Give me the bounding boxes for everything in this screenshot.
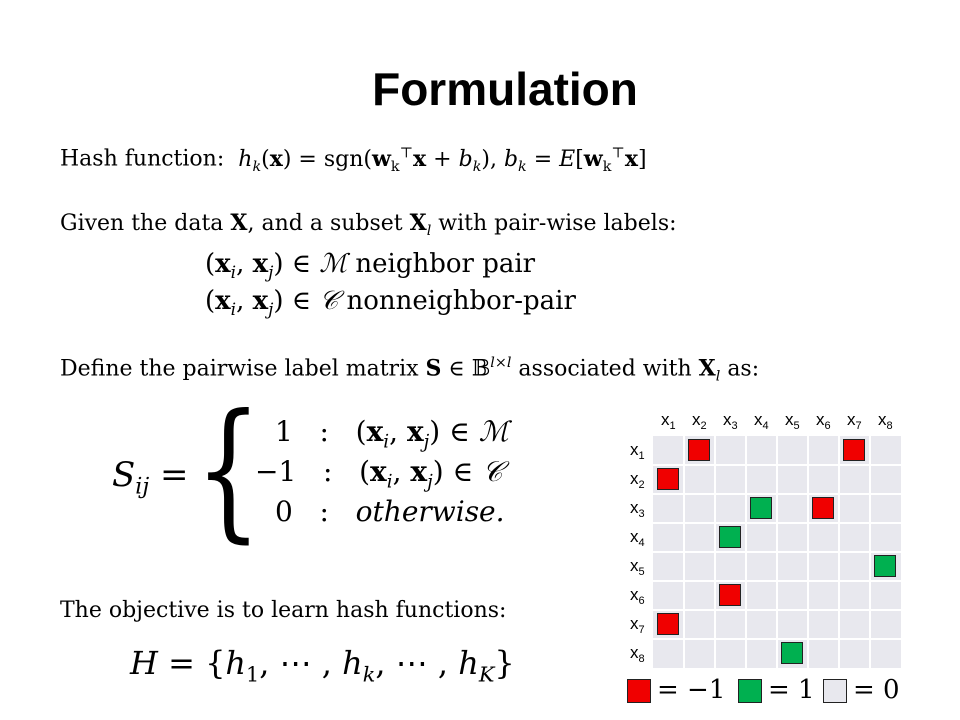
row-label: x3	[630, 498, 645, 520]
hash-label: Hash function:	[60, 146, 225, 172]
case-value-3: 0	[275, 495, 293, 528]
legend-neg-swatch	[627, 679, 651, 703]
column-label: x8	[878, 410, 893, 432]
case-nonneighbor: −1 : (xi, xj) ∈ 𝒞	[255, 455, 503, 493]
slide-title: Formulation	[372, 63, 638, 115]
cell-negative	[657, 613, 679, 635]
given-mid: , and a subset	[247, 211, 403, 236]
row-label: x8	[630, 643, 645, 665]
nonneighbor-pair-line: (xi, xj) ∈ 𝒞 nonneighbor-pair	[205, 286, 576, 319]
grid-line	[653, 580, 901, 582]
cell-negative	[812, 497, 834, 519]
neighbor-pair-text: neighbor pair	[355, 249, 536, 279]
case-value-2: −1	[255, 455, 297, 488]
define-matrix-line: Define the pairwise label matrix S ∈ 𝔹l×…	[60, 355, 760, 385]
column-label: x3	[723, 410, 738, 432]
case-value-1: 1	[275, 415, 293, 448]
cell-positive	[781, 642, 803, 664]
given-prefix: Given the data	[60, 211, 224, 236]
legend-neg-text: = −1	[657, 675, 726, 705]
column-label: x5	[785, 410, 800, 432]
case-otherwise-text: otherwise.	[355, 495, 505, 528]
case-otherwise: 0 : otherwise.	[275, 495, 505, 528]
cell-positive	[750, 497, 772, 519]
case-neighbor: 1 : (xi, xj) ∈ ℳ	[275, 415, 509, 453]
legend-pos-swatch	[738, 679, 762, 703]
define-mid: associated with	[518, 356, 692, 382]
legend-pos-text: = 1	[768, 675, 815, 705]
column-label: x4	[754, 410, 769, 432]
objective-line: The objective is to learn hash functions…	[60, 598, 507, 623]
define-prefix: Define the pairwise label matrix	[60, 356, 419, 382]
grid-line	[653, 638, 901, 640]
column-label: x7	[847, 410, 862, 432]
column-label: x6	[816, 410, 831, 432]
cell-negative	[719, 584, 741, 606]
label-matrix-grid	[653, 436, 901, 668]
cases-brace: {	[195, 383, 262, 557]
row-label: x6	[630, 585, 645, 607]
hash-formula: hk(x) = sgn(wk⊤x + bk), bk = E[wk⊤x]	[238, 145, 647, 175]
grid-line	[838, 436, 840, 668]
grid-line	[653, 551, 901, 553]
cell-positive	[874, 555, 896, 577]
column-label: x2	[692, 410, 707, 432]
given-data-line: Given the data X, and a subset Xl with p…	[60, 210, 677, 239]
grid-line	[807, 436, 809, 668]
cell-negative	[843, 439, 865, 461]
given-suffix: with pair-wise labels:	[438, 211, 677, 236]
legend-zero-swatch	[823, 679, 847, 703]
row-label: x7	[630, 614, 645, 636]
grid-line	[869, 436, 871, 668]
cell-positive	[719, 526, 741, 548]
row-label: x4	[630, 527, 645, 549]
row-label: x5	[630, 556, 645, 578]
cell-negative	[657, 468, 679, 490]
define-suffix: as:	[727, 356, 760, 382]
row-label: x1	[630, 440, 645, 462]
cell-negative	[688, 439, 710, 461]
sij-symbol: Sij =	[112, 455, 189, 500]
hash-function-line: Hash function: hk(x) = sgn(wk⊤x + bk), b…	[60, 145, 647, 175]
column-label: x1	[661, 410, 676, 432]
nonneighbor-pair-text: nonneighbor-pair	[346, 286, 576, 316]
grid-line	[653, 609, 901, 611]
neighbor-pair-line: (xi, xj) ∈ ℳ neighbor pair	[205, 249, 536, 282]
row-label: x2	[630, 469, 645, 491]
objective-formula: H = {h1, ⋯ , hk, ⋯ , hK}	[130, 644, 515, 687]
legend-zero-text: = 0	[853, 675, 900, 705]
